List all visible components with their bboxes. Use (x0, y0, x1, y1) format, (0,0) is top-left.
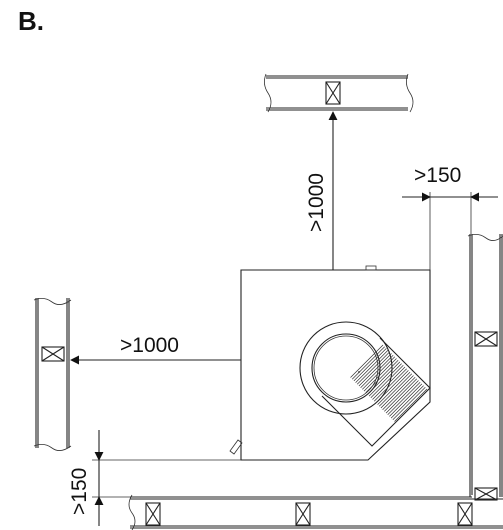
grille-hatch-line (380, 375, 414, 409)
grille-hatch-line (387, 381, 421, 416)
floor-gap-label: >150 (68, 468, 91, 515)
grille-hatch-line (367, 361, 401, 395)
grille-hatch-line (360, 354, 394, 388)
grille-hatch-line (375, 370, 409, 404)
flue-collar (299, 321, 393, 415)
grille-hatch-line (351, 346, 385, 380)
grille-hatch-line (356, 351, 391, 385)
right-gap-dimension: >150 (402, 164, 498, 270)
grille-hatch-line (363, 358, 397, 392)
grille-hatch-line (385, 380, 419, 414)
left-wall-section (33, 298, 72, 451)
rear-clearance-label: >1000 (305, 173, 328, 232)
convection-grille (321, 337, 431, 447)
side-clearance-label: >1000 (120, 334, 179, 357)
grille-hatch-line (355, 349, 389, 383)
grille-hatch-line (362, 356, 396, 390)
grille-hatch-line (382, 376, 416, 410)
stove-top-view (229, 265, 431, 461)
panel-label: B. (18, 6, 44, 36)
grille-hatch-line (353, 348, 387, 382)
grille-hatch-line (358, 353, 392, 387)
side-clearance-dimension: >1000 (70, 334, 241, 365)
bottom-wall-section (128, 494, 503, 530)
right-gap-label: >150 (414, 164, 461, 187)
rear-clearance-dimension: >1000 (305, 111, 338, 270)
grille-hatch-line (368, 363, 402, 397)
grille-hatch-line (370, 365, 404, 399)
grille-hatch-line (389, 383, 423, 417)
grille-hatch-line (390, 385, 424, 419)
grille-hatch-line (350, 344, 384, 378)
right-wall-section (467, 234, 503, 501)
grille-hatch-line (372, 366, 406, 400)
grille-hatch-line (373, 368, 407, 402)
top-wall-section (264, 73, 414, 113)
grille-hatch-line (392, 387, 426, 421)
grille-hatch-line (394, 388, 428, 422)
grille-hatch-line (384, 378, 418, 412)
grille-hatch-line (377, 371, 411, 405)
grille-hatch-line (365, 359, 399, 394)
grille-hatch-line (378, 373, 413, 407)
floor-gap-dimension: >150 (68, 430, 241, 526)
